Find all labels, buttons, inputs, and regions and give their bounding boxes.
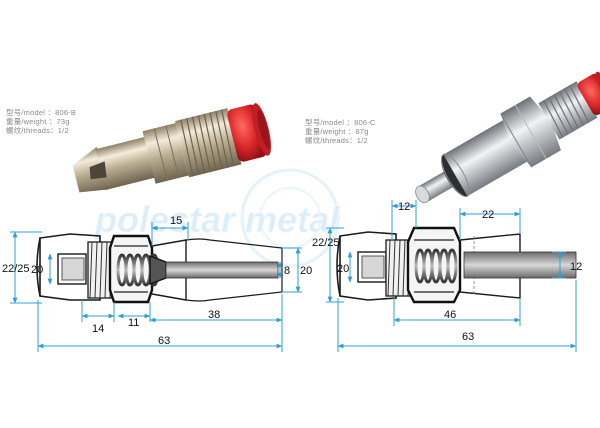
dim-nut: 11 (128, 317, 139, 329)
dim-top-left: 12 (398, 201, 410, 213)
technical-drawing-806c: 22/25 20 12 22 12 46 63 (312, 200, 582, 352)
dim-pin: 8 (284, 265, 290, 277)
spec-box-806b: 型号/model ：806-B 重量/weight ：73g 螺纹/thread… (6, 108, 77, 135)
dim-hex: 14 (92, 323, 104, 335)
dim-total: 63 (158, 335, 170, 347)
dim-right: 20 (300, 265, 312, 277)
spec-weight: 重量/weight ：73g (6, 117, 70, 126)
spec-weight: 重量/weight ：87g (305, 127, 369, 136)
product-photo-806c (415, 71, 600, 204)
spec-model: 型号/model ：806-C (305, 118, 376, 127)
watermark-text: polestar metal (94, 199, 340, 240)
dim-overall-dia: 22/25 (2, 263, 30, 275)
dim-inner-left: 20 (31, 264, 43, 276)
dim-mid: 46 (444, 309, 456, 321)
spec-threads: 螺纹/threads：1/2 (305, 136, 368, 145)
dim-overall-dia: 22/25 (312, 237, 340, 249)
dim-top-right: 22 (482, 209, 494, 221)
spec-model: 型号/model ：806-B (6, 108, 77, 117)
product-photo-806b (72, 103, 272, 193)
dim-body: 38 (208, 309, 220, 321)
dim-pin: 12 (570, 261, 582, 273)
dim-top: 15 (170, 215, 182, 227)
dim-total: 63 (462, 331, 474, 343)
spec-threads: 螺纹/threads：1/2 (6, 126, 69, 135)
spec-box-806c: 型号/model ：806-C 重量/weight ：87g 螺纹/thread… (305, 118, 376, 145)
dim-inner-left: 20 (337, 263, 349, 275)
watermark: polestar metal (94, 168, 341, 268)
technical-drawing-806b: 22/25 20 15 8 20 14 11 38 63 (2, 215, 312, 352)
